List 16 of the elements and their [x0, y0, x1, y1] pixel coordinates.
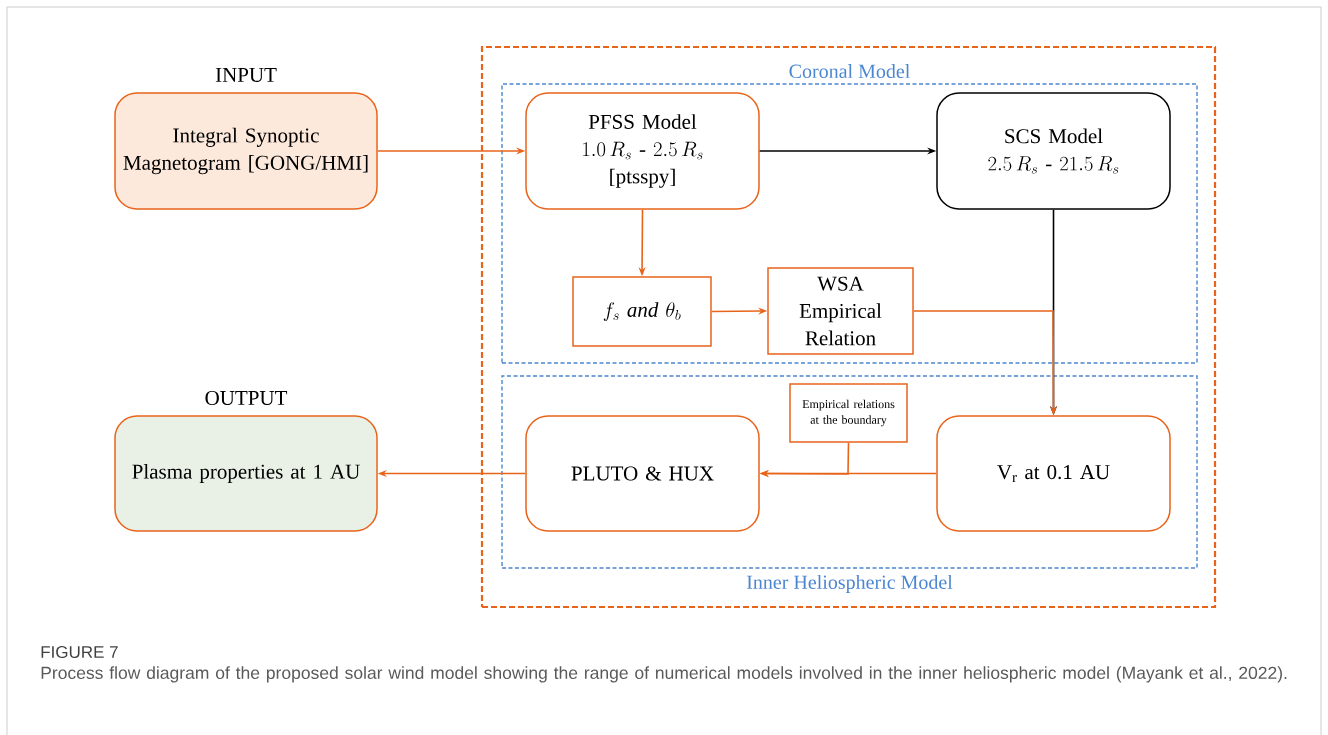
dashed-frame [480, 45, 1217, 609]
process-box: PLUTO & HUX [525, 415, 760, 532]
box-heading: OUTPUT [205, 390, 288, 406]
process-box: Empirical relations at the boundary [789, 383, 908, 443]
process-box: WSA Empirical Relation [767, 267, 914, 355]
process-box: Integral Synoptic Magnetogram [GONG/HMI] [114, 92, 378, 210]
box-heading: INPUT [215, 68, 277, 82]
group-title: Inner Heliospheric Model [745, 573, 954, 595]
process-box: Plasma properties at 1 AU [114, 415, 378, 532]
group-title: Coronal Model [787, 62, 912, 80]
figure-caption: Process flow diagram of the proposed solar wind model showing the range of numerical models involved in the inner heliospheric model (Mayank et al., 2022). [41, 666, 1287, 683]
process-box: PFSS Model $1.0\,R_s\ \text{-}\ 2.5\,R_s$ [ptsspy] [525, 92, 760, 210]
process-box: V$_{r}$ at 0.1 AU [936, 415, 1171, 532]
figure-label: FIGURE 7 [41, 645, 118, 658]
process-box: $f_s\ \mathit{and}\ \theta_b$ [572, 276, 712, 347]
process-box: SCS Model $2.5\,R_s\ \text{-}\ 21.5\,R_s$ [936, 92, 1171, 210]
